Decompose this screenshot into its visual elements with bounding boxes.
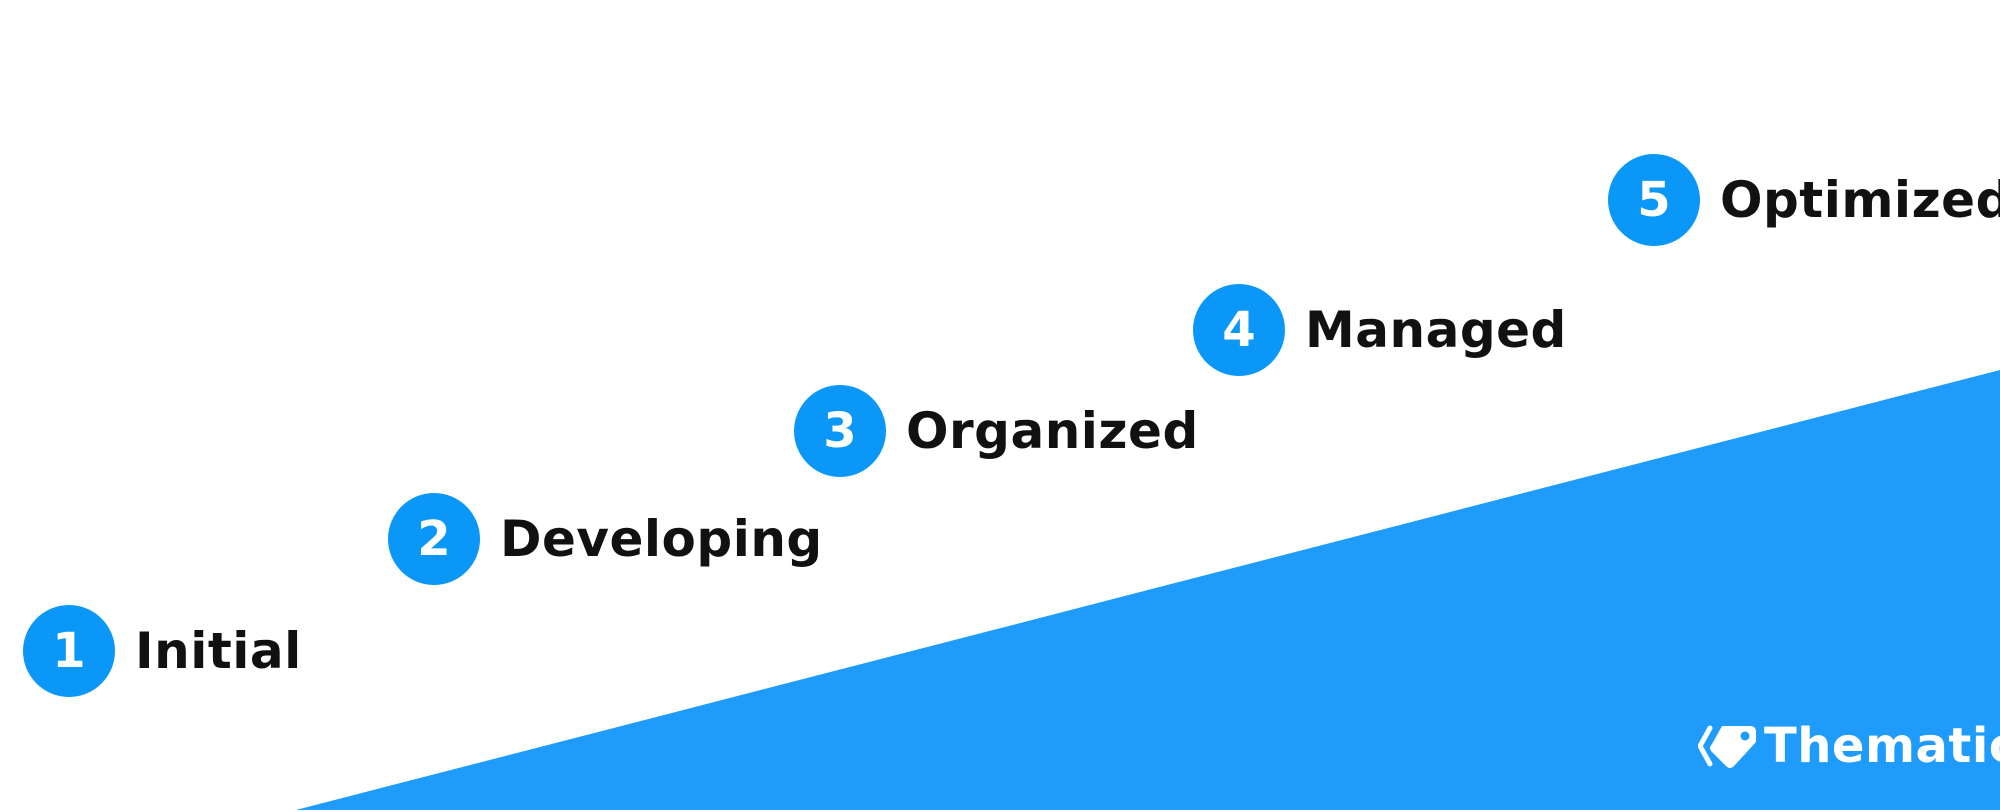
stage-5: 5 Optimized	[1608, 154, 2000, 246]
stage-4-number-badge: 4	[1193, 284, 1285, 376]
stage-1-label: Initial	[135, 622, 302, 680]
stage-3-number-badge: 3	[794, 385, 886, 477]
ramp-shape	[296, 370, 2000, 810]
stage-1-number-badge: 1	[23, 605, 115, 697]
brand-name: Thematic	[1764, 718, 2000, 774]
stage-4: 4 Managed	[1193, 284, 1567, 376]
stage-5-label: Optimized	[1720, 171, 2000, 229]
stage-3-label: Organized	[906, 402, 1199, 460]
tag-icon	[1698, 725, 1756, 768]
stage-2: 2 Developing	[388, 493, 823, 585]
stage-3: 3 Organized	[794, 385, 1199, 477]
stage-4-label: Managed	[1305, 301, 1567, 359]
stage-2-number-badge: 2	[388, 493, 480, 585]
stage-2-label: Developing	[500, 510, 823, 568]
stage-5-number-badge: 5	[1608, 154, 1700, 246]
brand-logo: Thematic	[1698, 718, 2000, 774]
stage-1: 1 Initial	[23, 605, 302, 697]
